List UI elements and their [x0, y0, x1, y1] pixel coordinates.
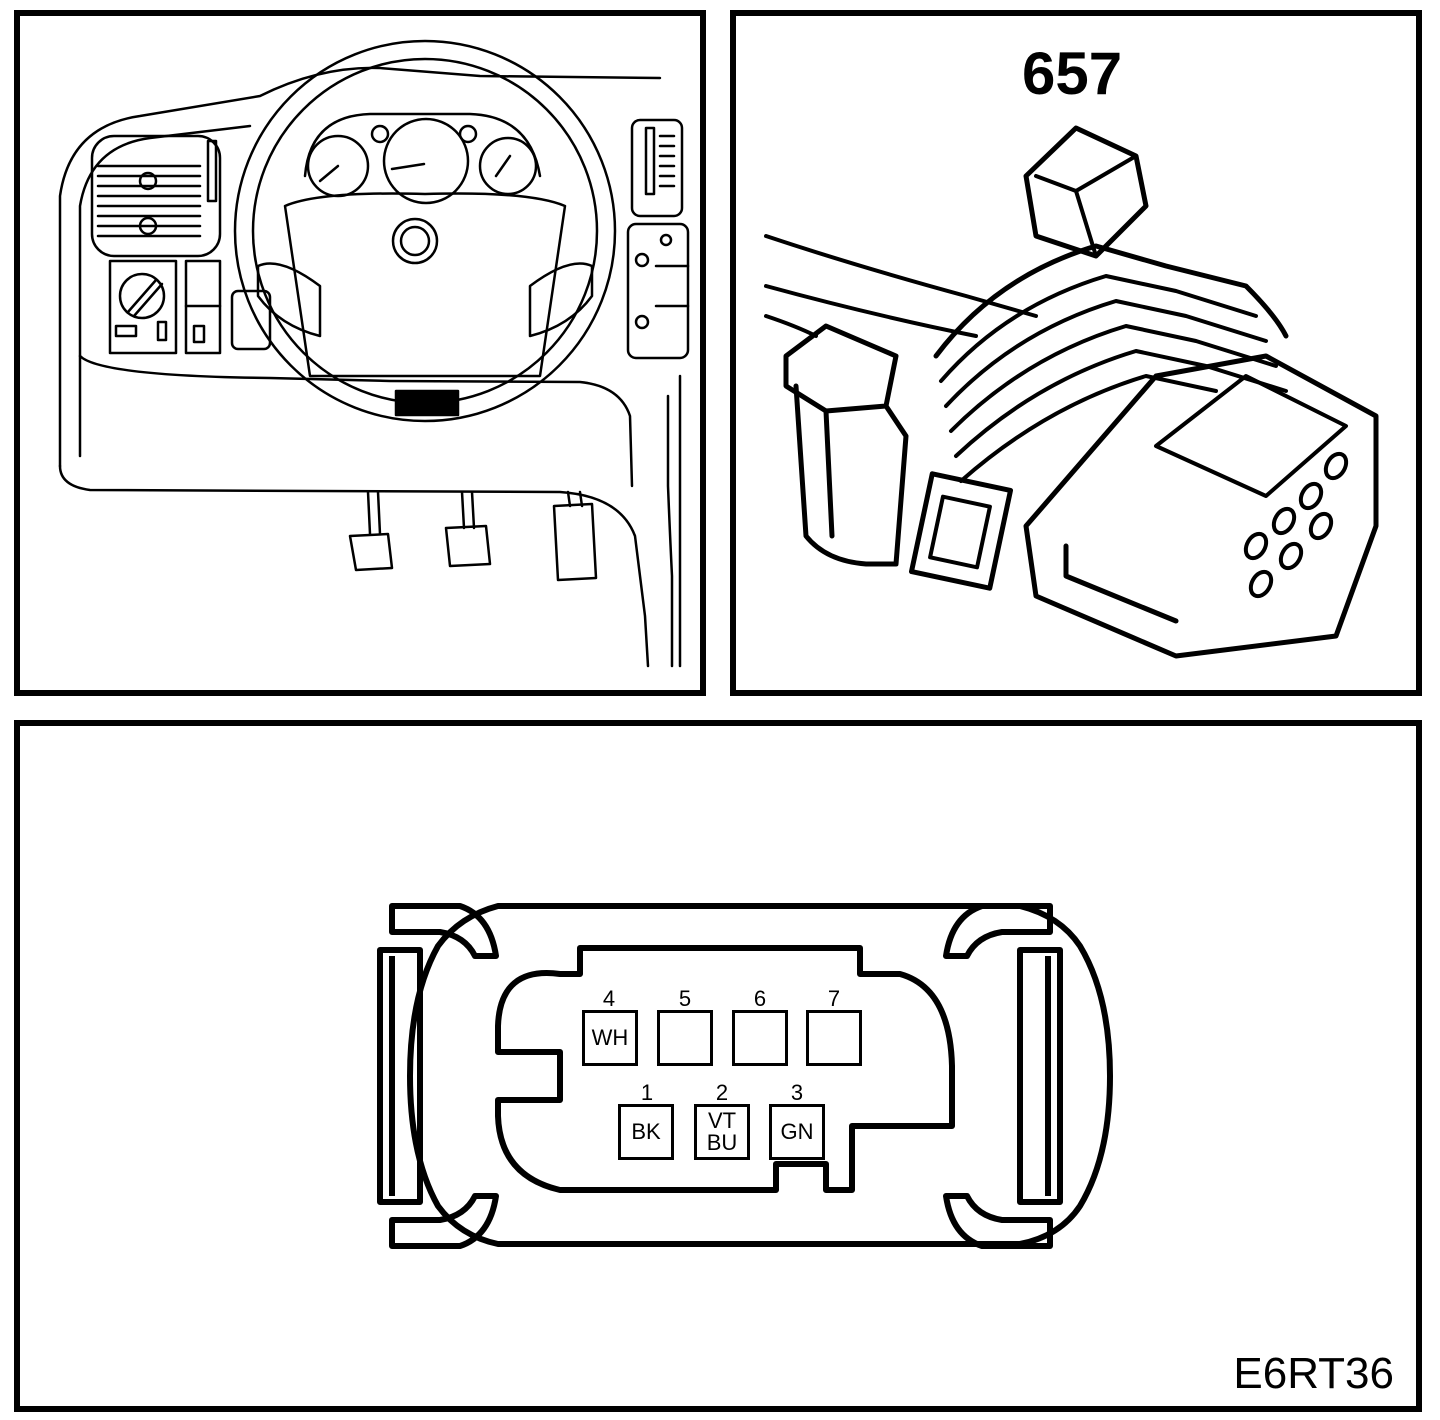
connector-view-panel: 657: [730, 10, 1422, 696]
left-spoke: [256, 262, 322, 338]
left-housing: [793, 383, 909, 567]
secondary-lock: [908, 471, 1014, 591]
pin-3-wire-color: GN: [780, 1119, 814, 1144]
accelerator-pedal: [552, 502, 598, 582]
cluster-hood: [303, 112, 542, 178]
locking-lever: [1023, 125, 1149, 259]
pin-7-number: 7: [827, 986, 841, 1011]
connector-id: 657: [1022, 40, 1123, 107]
right-vent-slats: [658, 134, 676, 188]
connector-illustration: [764, 125, 1379, 659]
clutch-pedal: [348, 532, 394, 572]
pin-3-number: 3: [790, 1080, 804, 1105]
steering-column-module: [394, 389, 460, 417]
pin-4-cavity: WH: [582, 1010, 638, 1066]
pin-2-number: 2: [715, 1080, 729, 1105]
front-housing: [1023, 353, 1379, 659]
pin-6-cavity: [732, 1010, 788, 1066]
right-latch-top: [943, 903, 1053, 959]
pin-2-wire-color-secondary: BU: [706, 1130, 738, 1155]
pin-5-number: 5: [678, 986, 692, 1011]
light-switch-panel: [108, 259, 178, 355]
vent-slider: [206, 139, 218, 203]
left-latch-rail: [377, 947, 423, 1205]
steering-hub: [283, 192, 567, 378]
left-latch-bottom: [389, 1193, 499, 1249]
dash-inner-left: [78, 124, 252, 458]
left-vent: [90, 134, 222, 258]
left-latch-top: [389, 903, 499, 959]
light-switch-indicator: [114, 324, 138, 338]
pin-7-cavity: [806, 1010, 862, 1066]
dash-lower-outline: [58, 464, 650, 668]
brake-pedal: [444, 524, 492, 568]
dash-shelf: [78, 354, 634, 488]
dashboard-location-panel: [14, 10, 706, 696]
body-ridge-1: [933, 243, 1289, 359]
vent-knob-upper: [138, 171, 158, 191]
gauge-right: [478, 136, 538, 196]
console-side: [666, 394, 674, 668]
figure-code: E6RT36: [1233, 1349, 1394, 1398]
cable-lower: [764, 314, 818, 338]
connector-face-outline: [377, 903, 1113, 1249]
pin-5-cavity: [657, 1010, 713, 1066]
pin-3-cavity: GN: [769, 1104, 825, 1160]
radio-panel: [626, 222, 690, 360]
pin-4-wire-color: WH: [591, 1025, 629, 1050]
pin-2-cavity: VT BU: [694, 1104, 750, 1160]
knee-panel: [230, 289, 272, 351]
vent-knob-lower: [138, 216, 158, 236]
pin-4-number: 4: [602, 986, 616, 1011]
connector-face-panel: 4 5 6 7 WH 1 2 3 BK VT BU GN E6RT36: [14, 720, 1422, 1412]
right-latch-rail: [1017, 947, 1063, 1205]
left-clip: [783, 323, 899, 414]
cable-upper: [764, 234, 1038, 318]
right-latch-bottom: [943, 1193, 1053, 1249]
left-vent-slats: [96, 164, 202, 238]
steering-wheel-rim: [233, 39, 617, 423]
pin-1-cavity: BK: [618, 1104, 674, 1160]
pin-1-wire-color: BK: [631, 1119, 661, 1144]
pin-2-wire-color-primary: VT: [707, 1108, 737, 1133]
light-switch-knob: [118, 272, 166, 320]
pin-field-outline: [495, 945, 955, 1193]
right-vent: [630, 118, 684, 218]
cable-middle: [764, 284, 978, 338]
right-spoke: [528, 262, 594, 338]
cavity-holes: [1243, 451, 1349, 599]
housing-outline: [407, 903, 1113, 1247]
brand-emblem: [391, 217, 439, 265]
dash-upper-outline: [58, 66, 662, 468]
pin-1-number: 1: [640, 1080, 654, 1105]
pin-6-number: 6: [753, 986, 767, 1011]
dashboard-illustration: [58, 39, 690, 668]
housing-window: [1154, 374, 1348, 498]
gauge-center: [382, 117, 470, 205]
